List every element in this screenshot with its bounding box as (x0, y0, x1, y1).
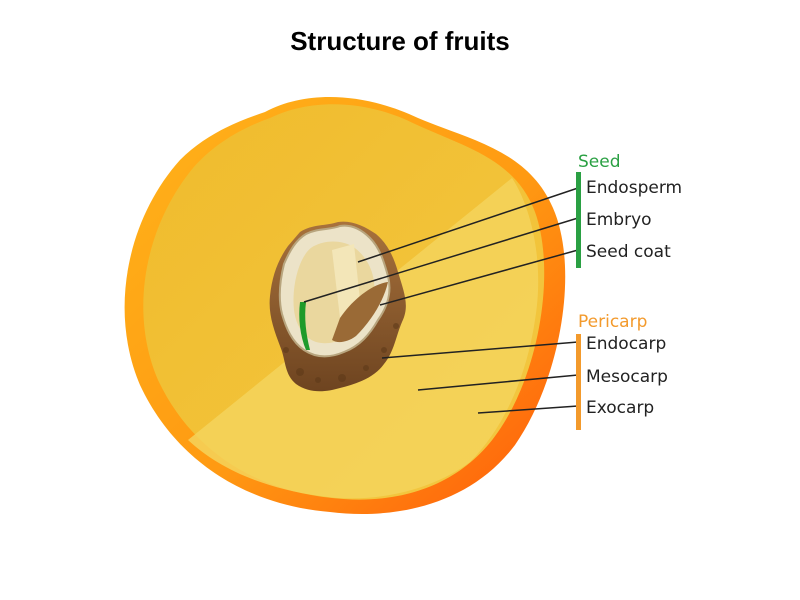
label-mesocarp: Mesocarp (586, 367, 668, 387)
label-embryo: Embryo (586, 210, 652, 230)
leader-line-exocarp (477, 405, 579, 414)
seed-bracket (576, 172, 581, 268)
leader-line-embryo (303, 217, 579, 303)
pit-texture (283, 323, 399, 383)
embryo (299, 302, 310, 350)
seed-heading: Seed (578, 152, 621, 172)
label-endosperm: Endosperm (586, 178, 682, 198)
pericarp-heading: Pericarp (578, 312, 647, 332)
endosperm-cut-face (332, 244, 360, 318)
label-exocarp: Exocarp (586, 398, 654, 418)
leader-line-endocarp (381, 341, 579, 359)
leader-line-seed-coat (379, 249, 579, 306)
label-seed-coat: Seed coat (586, 242, 671, 262)
leader-line-mesocarp (417, 374, 579, 391)
label-endocarp: Endocarp (586, 334, 666, 354)
leader-lines (303, 187, 579, 414)
seed-inner-fold (332, 282, 388, 343)
pericarp-bracket (576, 334, 581, 430)
page-title: Structure of fruits (290, 26, 510, 56)
leader-line-endosperm (357, 187, 579, 263)
